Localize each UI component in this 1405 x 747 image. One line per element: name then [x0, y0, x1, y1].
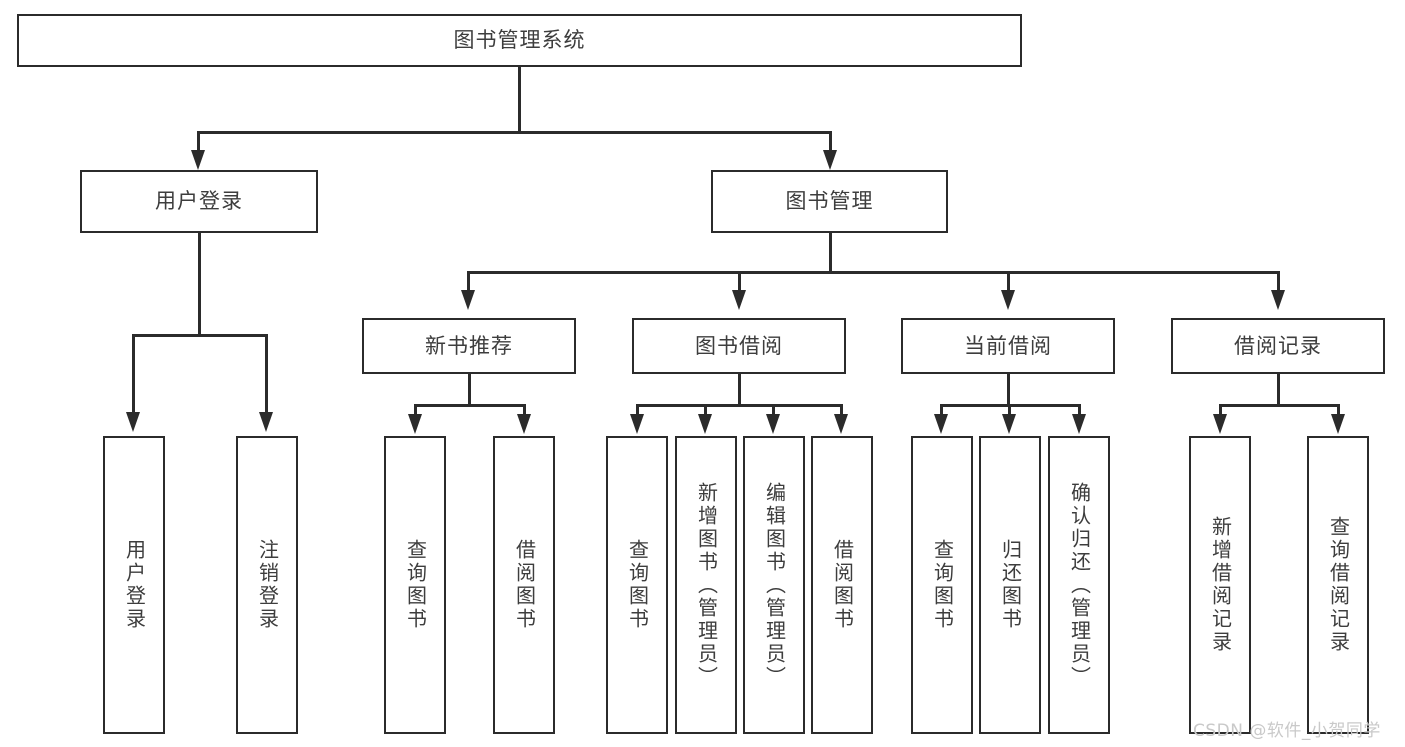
arrowhead-cb-leaf-1 [934, 414, 948, 434]
node-user-login[interactable]: 用户登录 [80, 170, 318, 233]
node-current-borrow[interactable]: 当前借阅 [901, 318, 1115, 374]
node-label: 借阅图书 [830, 539, 855, 631]
leaf-node-bb-add-book-admin[interactable]: 新增图书（管理员） [675, 436, 737, 734]
arrowhead-bb-leaf-2 [698, 414, 712, 434]
arrowhead-bb-leaf-4 [834, 414, 848, 434]
arrowhead-to-new-book-recommend [461, 290, 475, 310]
node-label: 注销登录 [255, 539, 280, 631]
node-book-borrow[interactable]: 图书借阅 [632, 318, 846, 374]
connector-cb-leaf-2 [1008, 404, 1011, 416]
watermark-text: CSDN @软件_小贺同学 [1193, 721, 1381, 741]
node-label: 查询借阅记录 [1326, 516, 1351, 654]
leaf-node-cb-return-book[interactable]: 归还图书 [979, 436, 1041, 734]
connector-bb-leaf-1 [636, 404, 639, 416]
node-label: 归还图书 [998, 539, 1023, 631]
arrowhead-to-book-borrow [732, 290, 746, 310]
node-label: 用户登录 [155, 189, 243, 214]
leaf-node-br-query-record[interactable]: 查询借阅记录 [1307, 436, 1369, 734]
connector-nbr-leaf-2 [523, 404, 526, 416]
node-label: 新增借阅记录 [1208, 516, 1233, 654]
connector-bb-leaf-3 [772, 404, 775, 416]
node-label: 借阅记录 [1234, 333, 1322, 358]
node-label: 图书管理系统 [453, 28, 586, 53]
node-label: 编辑图书（管理员） [762, 481, 787, 689]
connector-new-book-recommend-stem [468, 374, 471, 406]
node-label: 图书管理 [785, 189, 874, 214]
leaf-node-bb-edit-book-admin[interactable]: 编辑图书（管理员） [743, 436, 805, 734]
node-borrow-record[interactable]: 借阅记录 [1171, 318, 1385, 374]
leaf-node-nbr-query-book[interactable]: 查询图书 [384, 436, 446, 734]
node-label: 借阅图书 [512, 539, 537, 631]
node-label: 新增图书（管理员） [694, 481, 719, 689]
connector-book-borrow-stem [738, 374, 741, 406]
arrowhead-to-current-borrow [1001, 290, 1015, 310]
arrowhead-nbr-leaf-1 [408, 414, 422, 434]
arrowhead-to-user-login [191, 150, 205, 170]
connector-user-login-stem [198, 233, 201, 336]
arrowhead-user-login-leaf-2 [259, 412, 273, 432]
node-label: 确认归还（管理员） [1067, 481, 1092, 689]
connector-root-to-book-management [829, 131, 832, 151]
arrowhead-bb-leaf-1 [630, 414, 644, 434]
leaf-node-user-login-signin[interactable]: 用户登录 [103, 436, 165, 734]
leaf-node-cb-query-book[interactable]: 查询图书 [911, 436, 973, 734]
connector-borrow-record-bar [1219, 404, 1339, 407]
leaf-node-bb-borrow-book[interactable]: 借阅图书 [811, 436, 873, 734]
node-label: 当前借阅 [964, 333, 1052, 358]
leaf-node-user-login-signout[interactable]: 注销登录 [236, 436, 298, 734]
connector-new-book-recommend-bar [414, 404, 525, 407]
arrowhead-cb-leaf-2 [1002, 414, 1016, 434]
arrowhead-user-login-leaf-1 [126, 412, 140, 432]
node-label: 图书借阅 [695, 333, 783, 358]
arrowhead-nbr-leaf-2 [517, 414, 531, 434]
connector-bb-leaf-4 [840, 404, 843, 416]
connector-book-borrow-bar [636, 404, 842, 407]
connector-to-current-borrow [1007, 271, 1010, 291]
connector-user-login-leaf-1 [132, 334, 135, 414]
arrowhead-bb-leaf-3 [766, 414, 780, 434]
leaf-node-br-add-record[interactable]: 新增借阅记录 [1189, 436, 1251, 734]
connector-book-management-stem [829, 233, 832, 273]
leaf-node-nbr-borrow-book[interactable]: 借阅图书 [493, 436, 555, 734]
leaf-node-cb-confirm-return-admin[interactable]: 确认归还（管理员） [1048, 436, 1110, 734]
connector-root-to-user-login [197, 131, 200, 151]
connector-borrow-record-stem [1277, 374, 1280, 406]
node-label: 用户登录 [122, 539, 147, 631]
connector-to-book-borrow [738, 271, 741, 291]
arrowhead-cb-leaf-3 [1072, 414, 1086, 434]
connector-book-management-bar [467, 271, 1279, 274]
node-label: 查询图书 [930, 539, 955, 631]
connector-cb-leaf-1 [940, 404, 943, 416]
connector-nbr-leaf-1 [414, 404, 417, 416]
leaf-node-bb-query-book[interactable]: 查询图书 [606, 436, 668, 734]
node-book-management[interactable]: 图书管理 [711, 170, 948, 233]
arrowhead-br-leaf-1 [1213, 414, 1227, 434]
node-new-book-recommend[interactable]: 新书推荐 [362, 318, 576, 374]
node-book-management-system[interactable]: 图书管理系统 [17, 14, 1022, 67]
connector-bb-leaf-2 [704, 404, 707, 416]
arrowhead-to-book-management [823, 150, 837, 170]
connector-user-login-leaf-2 [265, 334, 268, 414]
connector-current-borrow-stem [1007, 374, 1010, 406]
arrowhead-br-leaf-2 [1331, 414, 1345, 434]
node-label: 查询图书 [625, 539, 650, 631]
connector-br-leaf-2 [1337, 404, 1340, 416]
connector-to-borrow-record [1277, 271, 1280, 291]
arrowhead-to-borrow-record [1271, 290, 1285, 310]
connector-root-stem [518, 67, 521, 132]
node-label: 新书推荐 [425, 333, 513, 358]
connector-user-login-bar [132, 334, 267, 337]
connector-cb-leaf-3 [1078, 404, 1081, 416]
connector-br-leaf-1 [1219, 404, 1222, 416]
connector-to-new-book-recommend [467, 271, 470, 291]
node-label: 查询图书 [403, 539, 428, 631]
connector-root-bar [197, 131, 832, 134]
